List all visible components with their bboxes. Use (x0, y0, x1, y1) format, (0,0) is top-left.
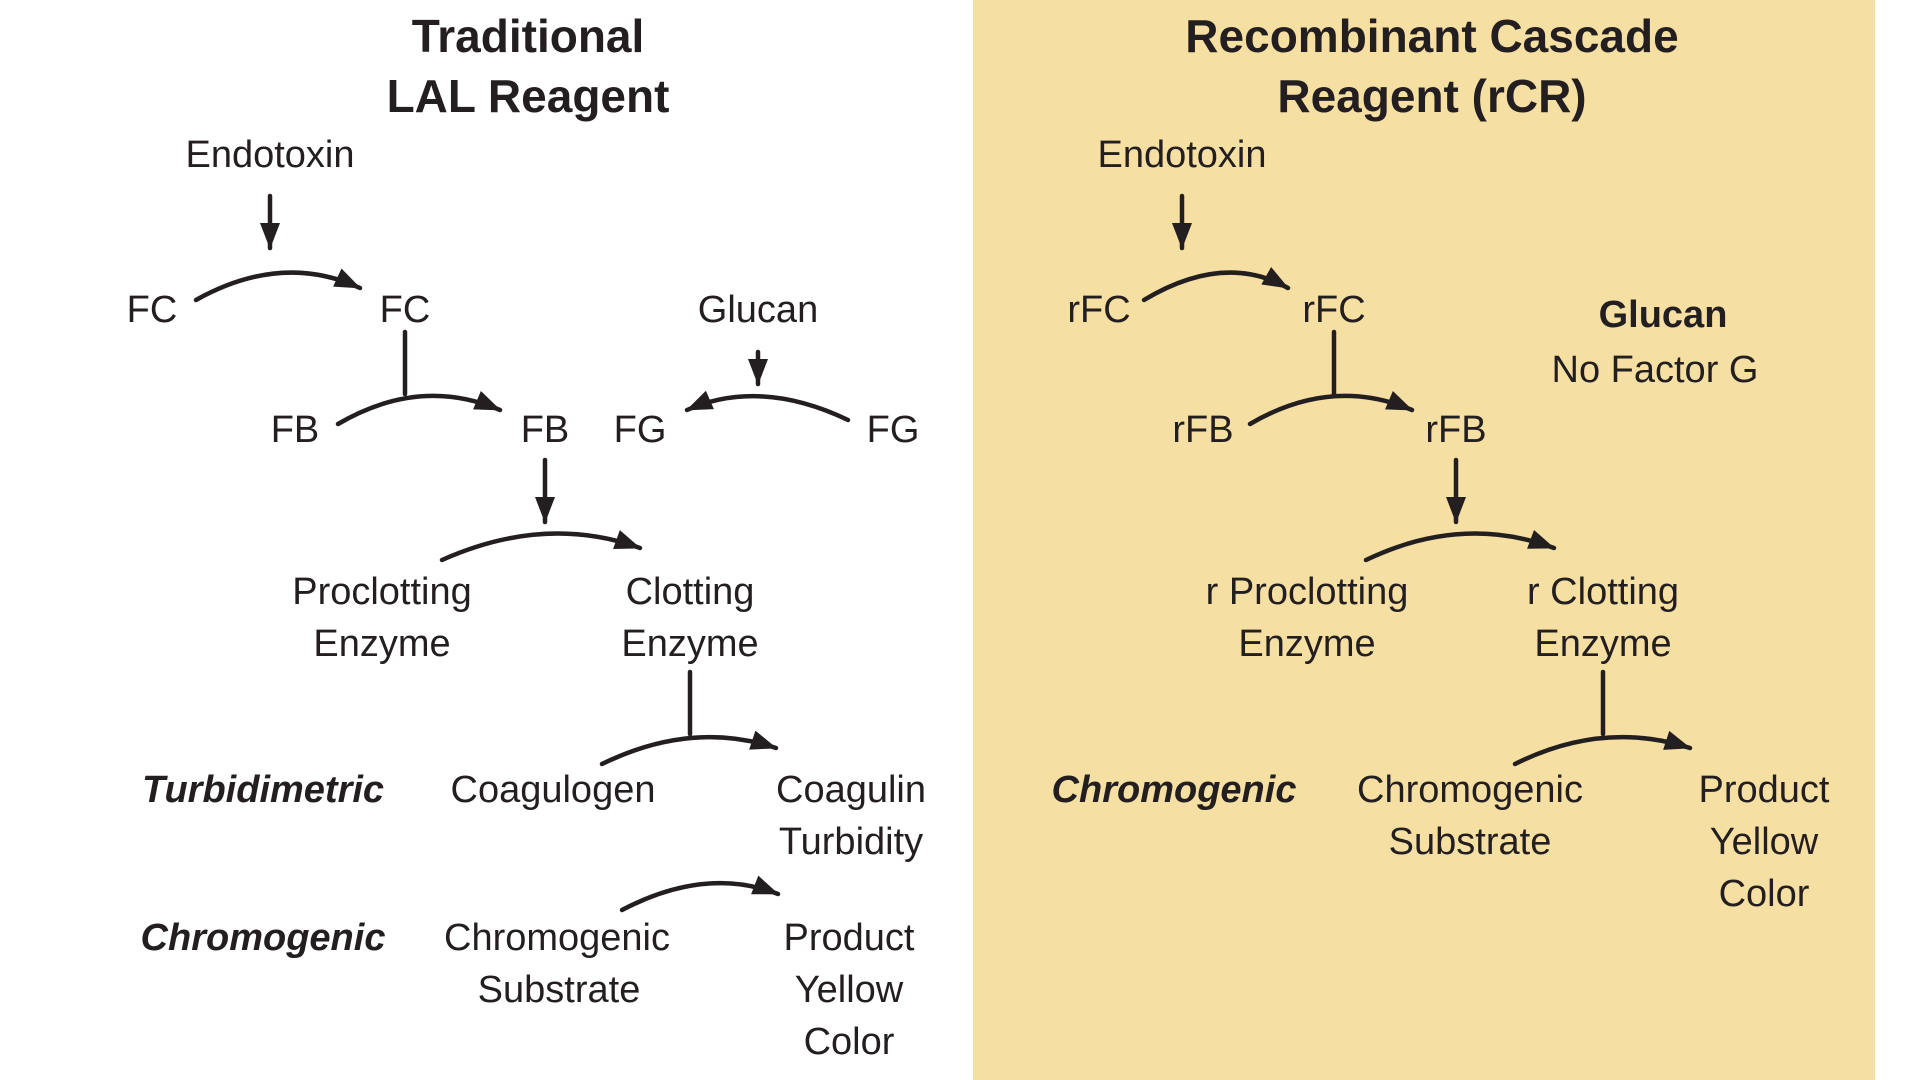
left-coagulogen-to-coagulin-arc (599, 730, 779, 767)
right-rfc-active-label: rFC (1302, 289, 1366, 331)
left-factor-g-inactive-label: FG (866, 409, 920, 451)
left-glucan-label: Glucan (697, 289, 819, 331)
right-proclotting-activation-arc (1363, 529, 1557, 563)
left-factor-c-active-label: FC (379, 289, 431, 331)
left-panel-title-line2: LAL Reagent (386, 70, 670, 122)
left-chromogenic-method-label: Chromogenic (140, 917, 386, 959)
left-chromogenic-substrate-arc (619, 875, 781, 913)
right-no-factor-g-label: No Factor G (1551, 349, 1759, 391)
right-rfb-inactive-label: rFB (1172, 409, 1234, 451)
left-proclotting-enzyme-line2: Enzyme (313, 623, 451, 665)
left-turbidimetric-method-label: Turbidimetric (141, 769, 385, 811)
right-r-proclotting-enzyme-line2: Enzyme (1238, 623, 1376, 665)
right-rfb-activation-arc (1247, 391, 1415, 427)
left-coagulogen-label: Coagulogen (450, 769, 656, 811)
left-coagulin-line2: Turbidity (778, 821, 924, 863)
left-clotting-enzyme-line2: Enzyme (621, 623, 759, 665)
right-panel-title-line1: Recombinant Cascade (1185, 10, 1679, 62)
right-product-line1: Product (1698, 769, 1830, 811)
left-product-line2: Yellow (794, 969, 904, 1011)
left-product-line1: Product (783, 917, 915, 959)
left-factor-b-active-label: FB (520, 409, 570, 451)
left-coagulin-line1: Coagulin (776, 769, 926, 811)
right-product-line3: Color (1718, 873, 1810, 915)
left-factor-g-active-label: FG (613, 409, 667, 451)
left-chromogenic-substrate-line2: Substrate (477, 969, 641, 1011)
right-rfc-inactive-label: rFC (1067, 289, 1131, 331)
left-product-line3: Color (803, 1021, 895, 1063)
left-fg-activation-arc (684, 390, 851, 423)
right-endotoxin-label: Endotoxin (1097, 134, 1267, 176)
left-factor-c-inactive-label: FC (126, 289, 178, 331)
right-r-clotting-enzyme-line2: Enzyme (1534, 623, 1672, 665)
right-chromogenic-method-label: Chromogenic (1051, 769, 1297, 811)
left-fb-activation-arc (335, 391, 503, 427)
left-panel-title-line1: Traditional (411, 10, 645, 62)
left-fc-activation-arc (193, 268, 363, 303)
right-product-line2: Yellow (1709, 821, 1819, 863)
right-panel-title-line2: Reagent (rCR) (1277, 70, 1587, 122)
right-glucan-label: Glucan (1598, 294, 1728, 336)
right-r-proclotting-enzyme-line1: r Proclotting (1205, 571, 1409, 613)
right-rfc-activation-arc (1141, 267, 1291, 303)
left-proclotting-activation-arc (439, 530, 643, 563)
left-endotoxin-label: Endotoxin (185, 134, 355, 176)
right-chromogenic-substrate-line1: Chromogenic (1357, 769, 1583, 811)
right-chromogenic-substrate-arc (1512, 730, 1693, 767)
right-chromogenic-substrate-line2: Substrate (1388, 821, 1552, 863)
right-r-clotting-enzyme-line1: r Clotting (1526, 571, 1680, 613)
left-chromogenic-substrate-line1: Chromogenic (444, 917, 670, 959)
left-factor-b-inactive-label: FB (270, 409, 320, 451)
left-proclotting-enzyme-line1: Proclotting (292, 571, 472, 613)
left-clotting-enzyme-line1: Clotting (625, 571, 755, 613)
right-rfb-active-label: rFB (1425, 409, 1487, 451)
